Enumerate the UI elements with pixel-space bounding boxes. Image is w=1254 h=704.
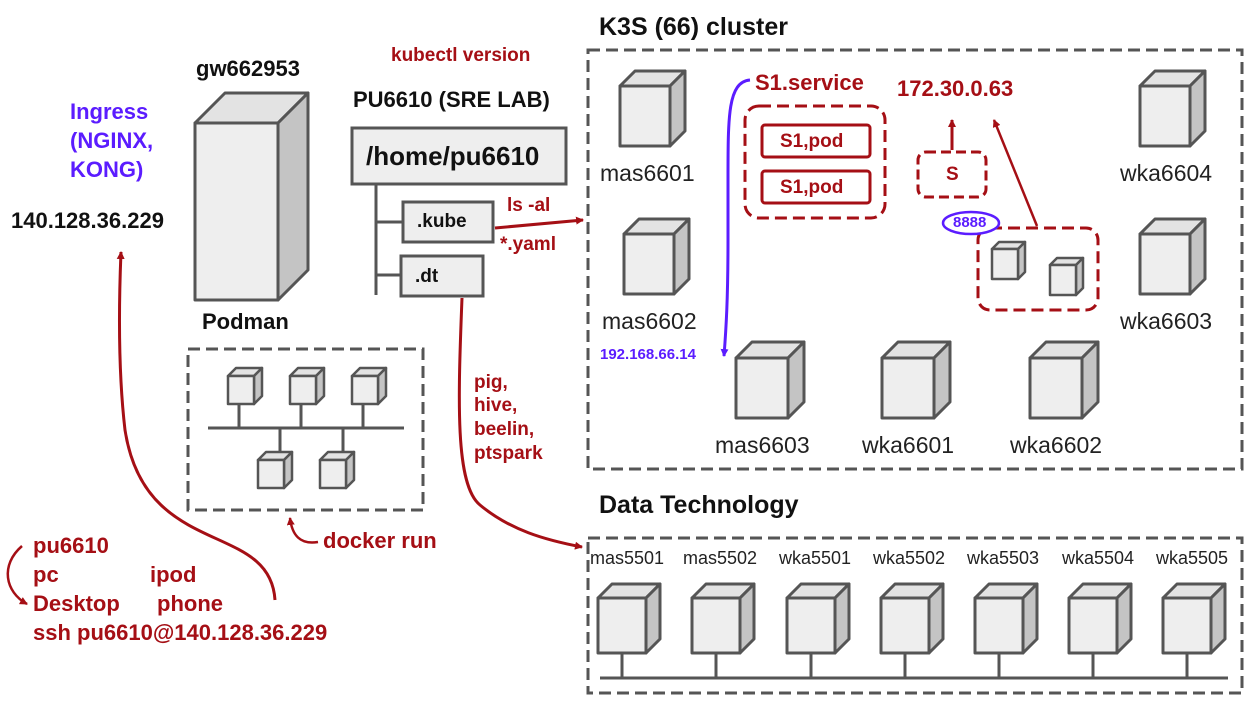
- pod-cube-2: [1048, 256, 1085, 297]
- container-cube-2: [288, 366, 326, 406]
- port-8888-label: 8888: [953, 214, 987, 231]
- k3s-cluster-frame: [586, 48, 1244, 471]
- data-technology-title: Data Technology: [599, 491, 799, 519]
- ssh-command: ssh pu6610@140.128.36.229: [33, 620, 328, 645]
- gateway-ip: 140.128.36.229: [11, 208, 164, 233]
- docker-run-arrow: [286, 517, 319, 544]
- port-8888-ellipse: [941, 210, 1001, 236]
- dt-node-cube-1: [596, 582, 662, 655]
- dt-node-label-mas5502: mas5502: [683, 548, 758, 568]
- dt-folder-label: .dt: [415, 266, 439, 287]
- client-phone: phone: [157, 591, 223, 616]
- dt-node-label-mas5501: mas5501: [590, 548, 665, 568]
- service-s-box: [916, 150, 988, 199]
- service-name: S1.service: [755, 70, 864, 95]
- node-cube-wka6604: [1138, 69, 1207, 148]
- client-user: pu6610: [33, 533, 109, 558]
- tool-hive: hive,: [474, 395, 518, 416]
- node-label-mas6601: mas6601: [600, 160, 695, 186]
- dt-node-cube-7: [1161, 582, 1227, 655]
- dt-node-label-wka5501: wka5501: [779, 548, 852, 568]
- yaml-files: *.yaml: [500, 234, 556, 255]
- kubectl-version-command: kubectl version: [391, 45, 531, 66]
- ssh-arrow: [116, 251, 277, 601]
- dt-to-data-technology-arrow: [457, 297, 583, 550]
- container-cube-3: [350, 366, 388, 406]
- k3s-cluster-title: K3S (66) cluster: [599, 13, 788, 41]
- pod-box-2: [760, 169, 872, 205]
- tool-ptspark: ptspark: [474, 443, 543, 464]
- gateway-hostname: gw662953: [196, 56, 300, 81]
- pods-to-cluster-ip-arrow: [992, 119, 1039, 227]
- node-label-wka6602: wka6602: [1010, 432, 1103, 458]
- pod-box-1: [760, 123, 872, 159]
- ls-command: ls -al: [507, 195, 551, 216]
- data-technology-network-lines: [600, 653, 1228, 680]
- client-loop-arrow: [6, 545, 28, 606]
- podman-network-lines: [208, 403, 404, 453]
- docker-run-label: docker run: [323, 528, 437, 553]
- container-cube-5: [318, 450, 356, 490]
- sre-lab-title: PU6610 (SRE LAB): [353, 87, 550, 112]
- dt-node-label-wka5502: wka5502: [873, 548, 946, 568]
- service-pods-frame: [743, 104, 887, 220]
- podman-frame: [186, 347, 425, 512]
- cluster-ip: 172.30.0.63: [897, 76, 1014, 101]
- node-cube-mas6602: [622, 217, 691, 296]
- data-technology-frame: [586, 536, 1244, 695]
- kube-folder-label: .kube: [417, 211, 467, 232]
- dt-node-label-wka5503: wka5503: [967, 548, 1040, 568]
- client-pc: pc: [33, 562, 59, 587]
- dt-node-label-wka5505: wka5505: [1156, 548, 1229, 568]
- node-cube-wka6601: [880, 340, 952, 420]
- node-label-mas6603: mas6603: [715, 432, 810, 458]
- home-directory-tree: [350, 126, 568, 298]
- client-desktop: Desktop: [33, 591, 120, 616]
- tool-beelin: beelin,: [474, 419, 535, 440]
- node-cube-mas6603: [734, 340, 806, 420]
- dt-node-cube-3: [785, 582, 851, 655]
- pod-cube-1: [990, 240, 1027, 281]
- service-s-label: S: [946, 164, 959, 185]
- service-to-node-arrow: [720, 78, 751, 357]
- podman-title: Podman: [202, 309, 289, 334]
- node-label-wka6604: wka6604: [1120, 160, 1213, 186]
- dt-node-cube-5: [973, 582, 1039, 655]
- server-icon: [193, 91, 310, 302]
- node-ip: 192.168.66.14: [600, 346, 696, 363]
- dt-node-cube-6: [1067, 582, 1133, 655]
- ingress-label-line3: KONG): [70, 157, 144, 182]
- container-cube-4: [256, 450, 294, 490]
- tool-pig: pig,: [474, 372, 508, 393]
- pod-group-frame: [976, 226, 1100, 312]
- node-cube-wka6603: [1138, 217, 1207, 296]
- dt-node-cube-4: [879, 582, 945, 655]
- node-cube-mas6601: [618, 69, 687, 148]
- node-label-mas6602: mas6602: [602, 308, 697, 334]
- ingress-label-line2: (NGINX,: [70, 128, 154, 153]
- client-ipod: ipod: [150, 562, 197, 587]
- pod-label-2: S1,pod: [780, 177, 844, 198]
- node-label-wka6601: wka6601: [862, 432, 955, 458]
- container-cube-1: [226, 366, 264, 406]
- node-cube-wka6602: [1028, 340, 1100, 420]
- dt-node-cube-2: [690, 582, 756, 655]
- node-cubes: [226, 69, 1227, 655]
- ingress-label-line1: Ingress: [70, 99, 149, 124]
- node-label-wka6603: wka6603: [1120, 308, 1213, 334]
- pod-label-1: S1,pod: [780, 131, 844, 152]
- kube-to-k3s-arrow: [494, 216, 584, 230]
- home-directory-label: /home/pu6610: [366, 141, 540, 171]
- dt-node-label-wka5504: wka5504: [1062, 548, 1135, 568]
